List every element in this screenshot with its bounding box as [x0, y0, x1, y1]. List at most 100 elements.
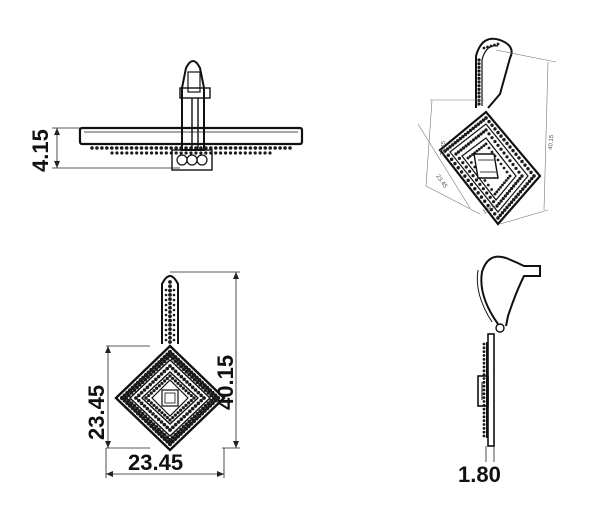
pave-stone — [466, 156, 470, 160]
pave-stone — [193, 388, 198, 392]
pave-stone — [506, 176, 510, 180]
pave-stone — [137, 382, 142, 387]
pave-stone — [195, 380, 200, 385]
pave-stone — [149, 151, 154, 155]
pave-stone — [499, 134, 503, 138]
pave-stone — [105, 146, 109, 150]
pave-stone — [126, 393, 131, 398]
pave-stone — [163, 413, 167, 417]
pave-stone — [162, 422, 167, 427]
pave-stone — [482, 346, 486, 350]
pave-stone — [474, 178, 479, 182]
pave-stone — [188, 382, 192, 387]
pave-stone — [479, 120, 483, 124]
pave-stone — [187, 419, 192, 424]
pave-stone — [156, 374, 161, 379]
pave-stone — [198, 409, 203, 414]
pave-stone — [477, 62, 481, 66]
pave-stone — [520, 174, 524, 178]
pave-stone — [520, 159, 524, 164]
pave-stone — [168, 340, 172, 344]
pave-stone — [461, 134, 465, 139]
pave-stone — [168, 335, 172, 340]
pave-stone — [168, 305, 172, 310]
pave-stone — [184, 151, 188, 155]
pave-stone — [502, 181, 506, 185]
pave-stone — [110, 151, 114, 155]
pave-stone — [168, 318, 172, 323]
pave-stone — [233, 151, 238, 155]
pave-stone — [499, 199, 503, 203]
pave-stone — [523, 163, 527, 167]
pave-stone — [162, 432, 167, 437]
pave-stone — [525, 182, 529, 186]
pave-stone — [168, 284, 172, 289]
pave-stone — [501, 183, 504, 187]
pave-stone — [163, 379, 167, 383]
iso-clip-pave — [477, 42, 500, 106]
isometric-view: 40.15 23.45 23.45 1.80 — [417, 37, 557, 226]
pave-stone — [449, 157, 454, 162]
pave-stone — [162, 359, 167, 364]
pave-stone — [148, 409, 152, 414]
pave-stone — [172, 298, 176, 302]
pave-stone — [173, 422, 178, 427]
pave-stone — [132, 403, 137, 408]
pave-stone — [500, 211, 505, 215]
pave-stone — [493, 127, 497, 131]
pave-stone — [157, 384, 161, 388]
iso-dim-height: 40.15 — [548, 134, 555, 150]
pave-stone — [194, 151, 198, 155]
iso-dim-depth: 1.80 — [482, 204, 496, 215]
pave-stone — [171, 425, 175, 430]
pave-stone — [201, 385, 205, 390]
pave-stone — [164, 308, 168, 312]
pave-stone — [189, 151, 193, 155]
pave-stone — [243, 146, 248, 150]
dim-front-width: 23.45 — [128, 450, 183, 475]
pave-stone — [489, 44, 493, 48]
pave-stone — [185, 412, 189, 416]
pave-stone — [485, 191, 489, 195]
pave-stone — [172, 338, 176, 342]
pave-stone — [164, 323, 168, 327]
pave-stone — [151, 369, 156, 374]
pave-stone — [532, 174, 536, 178]
pave-stone — [179, 417, 184, 422]
pave-stone — [521, 187, 525, 191]
dim-side-thickness: 1.80 — [458, 462, 501, 487]
pave-stone — [243, 151, 247, 155]
pave-stone — [157, 427, 161, 432]
pave-stone — [477, 91, 481, 95]
pave-stone — [238, 151, 242, 155]
pave-stone — [168, 314, 172, 319]
pave-stone — [203, 403, 208, 408]
pave-stone — [482, 354, 486, 357]
pave-stone — [164, 328, 168, 332]
pave-stone — [458, 136, 463, 141]
pave-stone — [505, 205, 509, 210]
pave-stone — [184, 369, 189, 374]
pave-stone — [174, 151, 178, 155]
pave-stone — [477, 98, 481, 102]
pave-stone — [497, 201, 501, 206]
pave-stone — [189, 398, 193, 403]
pave-stone — [482, 377, 486, 380]
pave-stone — [514, 166, 518, 170]
pave-stone — [496, 216, 500, 220]
pave-stone — [187, 372, 192, 377]
pave-stone — [471, 126, 475, 131]
pave-stone — [190, 417, 194, 421]
pave-stone — [505, 170, 509, 174]
pave-stone — [148, 419, 153, 424]
pave-stone — [476, 122, 481, 126]
pave-stone — [471, 153, 474, 156]
pave-stone — [501, 196, 505, 201]
pave-stone — [482, 369, 486, 373]
pave-stone — [164, 298, 168, 302]
pave-stone — [514, 152, 518, 156]
pave-stone — [486, 45, 489, 49]
pave-stone — [139, 146, 144, 150]
pave-stone — [168, 331, 172, 336]
front-view: 40.15 23.45 23.45 — [84, 271, 240, 478]
